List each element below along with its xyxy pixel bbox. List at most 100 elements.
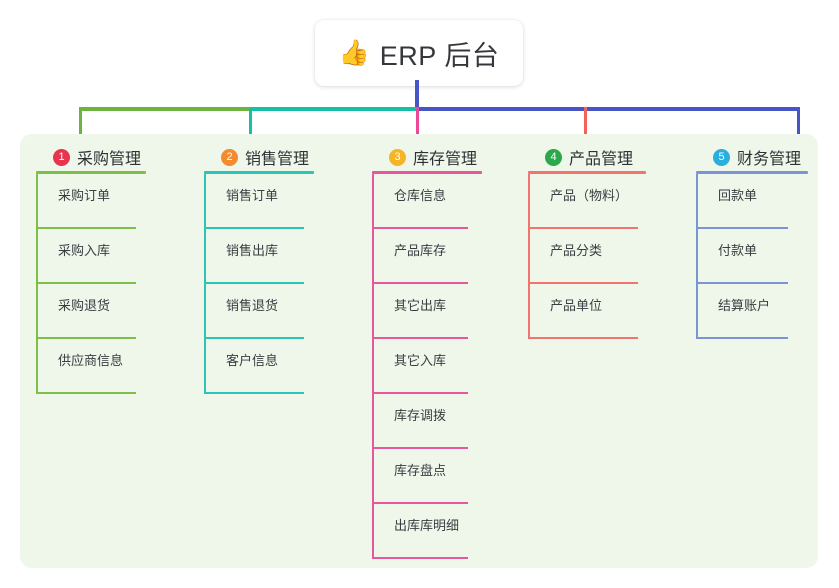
connector-drop-finance <box>797 107 800 146</box>
menu-item[interactable]: 库存盘点 <box>372 449 490 504</box>
column-items-sales: 销售订单销售出库销售退货客户信息 <box>204 174 326 394</box>
content-panel <box>20 134 818 568</box>
item-spine <box>372 174 374 229</box>
column-header-purchase[interactable]: 1 采购管理 <box>36 140 146 174</box>
item-rule <box>372 447 468 449</box>
title-card[interactable]: 👍 ERP 后台 <box>315 20 523 86</box>
item-spine <box>696 229 698 284</box>
menu-item-label: 采购退货 <box>58 298 111 313</box>
menu-item-label: 产品分类 <box>550 243 603 258</box>
connector-bus-green <box>80 107 250 111</box>
column-badge-purchase: 1 <box>53 148 70 166</box>
column-header-sales[interactable]: 2 销售管理 <box>204 140 314 174</box>
item-rule <box>696 282 788 284</box>
connector-drop-purchase <box>79 107 82 146</box>
item-rule <box>36 282 136 284</box>
menu-item[interactable]: 采购退货 <box>36 284 158 339</box>
connector-bus-blue <box>417 107 798 111</box>
column-title-purchase: 采购管理 <box>77 151 142 168</box>
connector-bus-teal <box>250 107 417 111</box>
column-header-product[interactable]: 4 产品管理 <box>528 140 646 174</box>
item-spine <box>696 284 698 339</box>
item-spine <box>372 449 374 504</box>
menu-item-label: 回款单 <box>718 188 758 203</box>
item-rule <box>36 337 136 339</box>
item-rule <box>372 392 468 394</box>
column-rule-stock <box>372 171 482 174</box>
column-product: 4 产品管理产品（物料） 产品分类产品单位 <box>528 140 660 339</box>
item-spine <box>204 174 206 229</box>
menu-item[interactable]: 采购入库 <box>36 229 158 284</box>
item-spine <box>372 394 374 449</box>
column-rule-product <box>528 171 646 174</box>
menu-item[interactable]: 客户信息 <box>204 339 326 394</box>
item-rule <box>36 227 136 229</box>
menu-item-label: 仓库信息 <box>394 188 447 203</box>
item-spine <box>36 229 38 284</box>
column-rule-finance <box>696 171 808 174</box>
item-rule <box>204 227 304 229</box>
menu-item[interactable]: 库存调拨 <box>372 394 490 449</box>
item-rule <box>204 282 304 284</box>
thumbs-up-icon: 👍 <box>338 38 370 67</box>
menu-item[interactable]: 销售出库 <box>204 229 326 284</box>
column-sales: 2 销售管理销售订单销售出库销售退货客户信息 <box>204 140 326 394</box>
column-title-finance: 财务管理 <box>737 151 802 168</box>
item-rule <box>372 337 468 339</box>
menu-item[interactable]: 产品分类 <box>528 229 660 284</box>
menu-item[interactable]: 采购订单 <box>36 174 158 229</box>
item-rule <box>696 227 788 229</box>
menu-item[interactable]: 产品（物料） <box>528 174 660 229</box>
menu-item[interactable]: 回款单 <box>696 174 810 229</box>
column-badge-sales: 2 <box>221 148 238 166</box>
column-items-product: 产品（物料） 产品分类产品单位 <box>528 174 660 339</box>
column-badge-stock: 3 <box>389 148 406 166</box>
column-title-stock: 库存管理 <box>413 151 478 168</box>
connector-drop-product <box>584 107 587 146</box>
menu-item-label: 库存盘点 <box>394 463 447 478</box>
menu-item-label: 产品（物料） <box>550 188 629 203</box>
item-spine <box>36 339 38 394</box>
menu-item[interactable]: 其它入库 <box>372 339 490 394</box>
item-spine <box>204 284 206 339</box>
column-title-sales: 销售管理 <box>245 151 310 168</box>
menu-item-label: 销售退货 <box>226 298 279 313</box>
column-title-product: 产品管理 <box>569 151 634 168</box>
item-spine <box>372 284 374 339</box>
menu-item[interactable]: 产品单位 <box>528 284 660 339</box>
menu-item-label: 客户信息 <box>226 353 279 368</box>
menu-item[interactable]: 其它出库 <box>372 284 490 339</box>
menu-item[interactable]: 销售订单 <box>204 174 326 229</box>
menu-item[interactable]: 销售退货 <box>204 284 326 339</box>
menu-item-label: 产品库存 <box>394 243 447 258</box>
menu-item[interactable]: 出库库明细 <box>372 504 490 559</box>
menu-item[interactable]: 产品库存 <box>372 229 490 284</box>
menu-item[interactable]: 仓库信息 <box>372 174 490 229</box>
item-spine <box>204 339 206 394</box>
column-header-stock[interactable]: 3 库存管理 <box>372 140 482 174</box>
menu-item[interactable]: 供应商信息 <box>36 339 158 394</box>
column-stock: 3 库存管理仓库信息产品库存其它出库其它入库库存调拨库存盘点出库库明细 <box>372 140 490 559</box>
item-rule <box>696 337 788 339</box>
item-rule <box>372 557 468 559</box>
column-rule-purchase <box>36 171 146 174</box>
item-rule <box>372 282 468 284</box>
item-spine <box>528 284 530 339</box>
menu-item-label: 其它入库 <box>394 353 447 368</box>
connector-trunk <box>415 80 419 110</box>
item-spine <box>204 229 206 284</box>
menu-item-label: 付款单 <box>718 243 758 258</box>
menu-item[interactable]: 付款单 <box>696 229 810 284</box>
column-items-finance: 回款单付款单结算账户 <box>696 174 810 339</box>
column-badge-product: 4 <box>545 148 562 166</box>
item-rule <box>204 337 304 339</box>
item-rule <box>204 392 304 394</box>
item-rule <box>528 337 638 339</box>
menu-item[interactable]: 结算账户 <box>696 284 810 339</box>
menu-item-label: 采购入库 <box>58 243 111 258</box>
item-rule <box>528 227 638 229</box>
item-spine <box>372 229 374 284</box>
